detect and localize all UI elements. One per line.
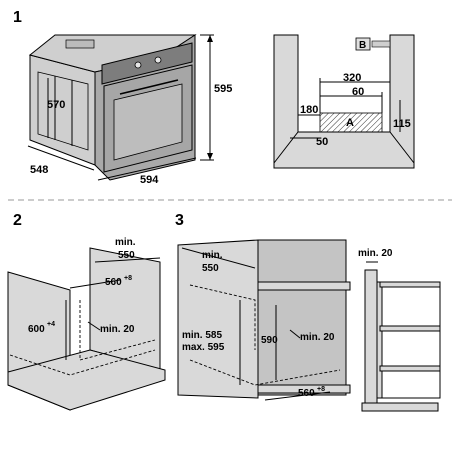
dim-550-fig3: 550	[202, 263, 219, 274]
oven-perspective-drawing: 570 595 548 594	[27, 34, 232, 186]
oven-door-handle	[119, 79, 179, 95]
dim-115: 115	[393, 118, 411, 130]
niche-floor	[273, 131, 415, 169]
dim-595: 595	[214, 83, 232, 95]
dim-594: 594	[140, 174, 159, 186]
dim-line-560-fig3	[264, 391, 331, 401]
min-label-fig3: min.	[202, 250, 223, 261]
side-door-edge	[376, 281, 383, 399]
oven-knob-left	[134, 61, 142, 69]
label-a: A	[346, 117, 354, 129]
side-column	[364, 269, 378, 406]
dim-50: 50	[316, 136, 328, 148]
dim-600-fig2: 600	[28, 324, 45, 335]
tall-cabinet-left-panel	[177, 239, 259, 399]
side-oven-lower-box	[379, 367, 441, 399]
side-shelf-2	[379, 325, 441, 332]
cabinet-base	[7, 349, 166, 411]
under-counter-cabinet: min. 550 560 +8 600 +4 min. 20	[7, 237, 166, 411]
tall-cabinet: min. 550 min. 585 max. 595 590 min. 20 5…	[177, 239, 351, 401]
step-number-3: 3	[175, 212, 184, 229]
oven-outline-dashed-back	[79, 300, 156, 361]
arrow-595-top	[207, 35, 213, 42]
niche-cross-section: A B 320 60 180 50 115	[273, 34, 415, 169]
dim-60: 60	[352, 86, 364, 98]
dim-max595: max. 595	[182, 342, 225, 353]
oven-outline-dashed-bottom	[9, 349, 156, 376]
step-number-2: 2	[13, 212, 22, 229]
dim-570: 570	[47, 99, 65, 111]
dim-min20-side: min. 20	[358, 248, 393, 259]
dim-line-548	[27, 145, 95, 171]
oven-top-vent	[65, 39, 95, 49]
tall-oven-outline-lower	[189, 359, 341, 386]
dim-min20-fig3: min. 20	[300, 332, 335, 343]
dim-min20-fig2: min. 20	[100, 324, 135, 335]
dim-line-560-fig2	[69, 279, 121, 289]
dim-320: 320	[343, 72, 361, 84]
arrow-595-bottom	[207, 153, 213, 160]
oven-side-frame	[37, 71, 89, 151]
dim-548: 548	[30, 164, 48, 176]
leader-min20-fig3	[289, 329, 301, 339]
cutout-area-a	[319, 112, 383, 133]
power-socket	[371, 40, 391, 48]
oven-knob-right	[154, 56, 162, 64]
dim-line-550-fig2	[94, 257, 161, 263]
dim-560-fig2: 560	[105, 277, 122, 288]
min-label-fig2: min.	[115, 237, 136, 248]
side-oven-middle-box	[379, 329, 441, 369]
dim-590: 590	[261, 335, 278, 346]
dim-560-sup-fig2: +8	[124, 275, 132, 282]
dim-180: 180	[300, 104, 318, 116]
side-oven-upper-box	[379, 281, 441, 331]
dim-560-fig3: 560	[298, 388, 315, 399]
side-elevation: min. 20	[358, 248, 441, 412]
dim-line-550-fig3	[181, 247, 256, 269]
leader-min20-fig2	[87, 321, 101, 331]
step-number-1: 1	[13, 9, 22, 26]
side-shelf-1	[379, 281, 441, 288]
tall-oven-outline-upper	[189, 284, 256, 350]
side-shelf-3	[379, 365, 441, 372]
tall-cabinet-upper-shelf	[254, 281, 351, 291]
oven-control-panel	[101, 42, 193, 85]
label-b-box	[355, 37, 371, 51]
dim-line-594	[97, 157, 197, 181]
oven-door-window	[113, 83, 183, 161]
side-floor	[361, 402, 439, 412]
dim-min585: min. 585	[182, 330, 222, 341]
dim-560-sup-fig3: +8	[317, 386, 325, 393]
tall-cabinet-back	[257, 239, 347, 396]
dim-550-fig2: 550	[118, 250, 135, 261]
dim-600-sup-fig2: +4	[47, 321, 55, 328]
label-b: B	[359, 40, 366, 51]
